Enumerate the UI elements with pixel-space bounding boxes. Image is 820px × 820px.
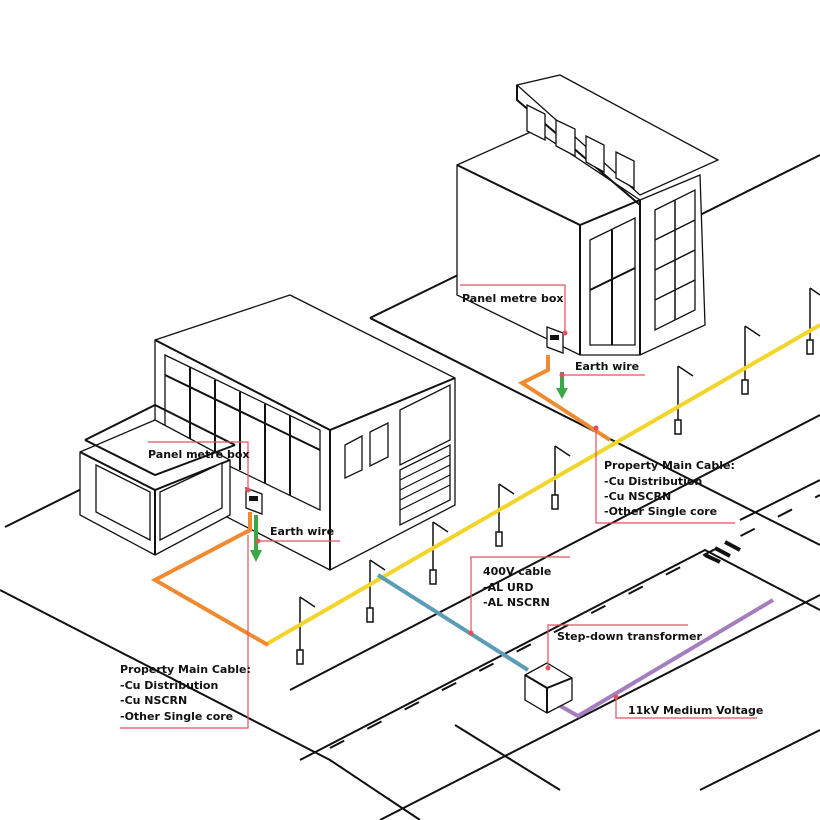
road-lines (0, 154, 820, 820)
cables (150, 323, 820, 719)
svg-text:-AL URD: -AL URD (483, 581, 533, 594)
label-property-main-cable-left: Property Main Cable: -Cu Distribution -C… (120, 663, 251, 723)
svg-text:Property Main Cable:: Property Main Cable: (120, 663, 251, 676)
svg-text:-Cu Distribution: -Cu Distribution (120, 679, 218, 692)
panel-metre-box-right (546, 326, 564, 354)
step-down-transformer (524, 662, 573, 714)
label-step-down-transformer: Step-down transformer (557, 630, 703, 643)
street-light (296, 596, 316, 665)
earth-wire-left (250, 515, 262, 562)
mv-cable (549, 598, 775, 719)
street-light (806, 287, 820, 355)
svg-text:-AL NSCRN: -AL NSCRN (483, 596, 550, 609)
lv-cable (376, 573, 530, 672)
label-property-main-cable-right: Property Main Cable: -Cu Distribution -C… (604, 459, 735, 518)
svg-text:-Other Single core: -Other Single core (120, 710, 233, 723)
label-earth-wire-left: Earth wire (270, 525, 334, 538)
street-light (429, 521, 449, 585)
svg-text:-Cu Distribution: -Cu Distribution (604, 475, 702, 488)
svg-text:-Cu NSCRN: -Cu NSCRN (604, 490, 671, 503)
panel-metre-box-left (245, 487, 263, 515)
label-panel-metre-box-left: Panel metre box (148, 448, 250, 461)
svg-text:-Other Single core: -Other Single core (604, 505, 717, 518)
svg-text:Property Main Cable:: Property Main Cable: (604, 459, 735, 472)
left-house (79, 294, 456, 571)
label-400v-cable: 400V cable -AL URD -AL NSCRN (483, 565, 551, 609)
street-light (741, 325, 761, 395)
street-cable (264, 323, 820, 647)
svg-text:-Cu NSCRN: -Cu NSCRN (120, 694, 187, 707)
right-house (456, 74, 720, 356)
street-light (551, 445, 571, 510)
property-cable-right (517, 355, 612, 442)
leader-lines (120, 284, 757, 729)
label-panel-metre-box-right: Panel metre box (462, 292, 564, 305)
street-light (495, 483, 515, 547)
street-light (674, 365, 694, 435)
label-11kv-medium-voltage: 11kV Medium Voltage (628, 704, 763, 717)
street-light (366, 559, 386, 623)
property-cable-left (150, 512, 269, 647)
svg-text:400V cable: 400V cable (483, 565, 551, 578)
label-earth-wire-right: Earth wire (575, 360, 639, 373)
